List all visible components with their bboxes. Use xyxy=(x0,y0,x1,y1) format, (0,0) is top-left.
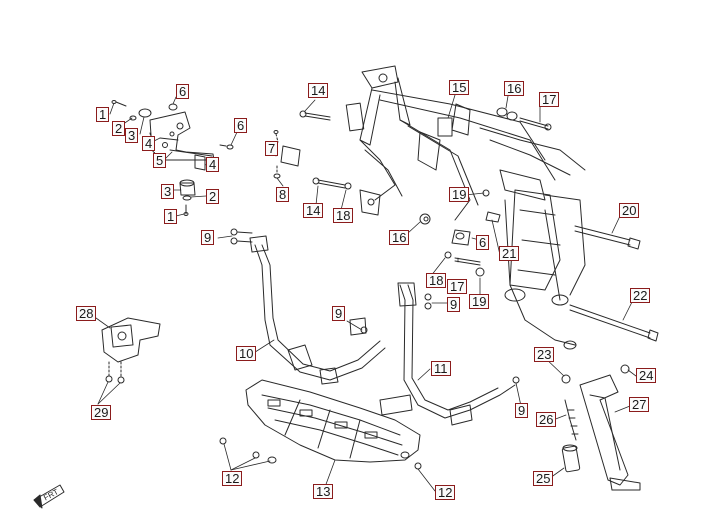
callout-part-25: 25 xyxy=(533,471,554,486)
callout-part-16: 16 xyxy=(389,230,410,245)
front-lower-tube xyxy=(230,228,386,385)
callout-part-11: 11 xyxy=(431,361,451,376)
callout-part-8: 8 xyxy=(276,187,290,202)
callout-part-19: 19 xyxy=(469,294,490,309)
callout-part-9: 9 xyxy=(332,306,346,321)
callout-part-18: 18 xyxy=(426,273,447,288)
rear-subframe xyxy=(504,189,586,350)
callout-part-21: 21 xyxy=(499,246,520,261)
callout-part-29: 29 xyxy=(91,405,112,420)
callout-part-3: 3 xyxy=(161,184,175,199)
side-stand xyxy=(561,364,641,491)
callout-part-17: 17 xyxy=(539,92,560,107)
callout-part-9: 9 xyxy=(201,230,215,245)
callout-part-16: 16 xyxy=(504,81,525,96)
frame-bolts xyxy=(299,107,552,277)
callout-part-4: 4 xyxy=(142,136,156,151)
callout-part-20: 20 xyxy=(619,203,640,218)
callout-part-2: 2 xyxy=(206,189,220,204)
main-frame xyxy=(345,65,586,221)
callout-part-6: 6 xyxy=(476,235,490,250)
callout-part-4: 4 xyxy=(206,157,220,172)
callout-part-2: 2 xyxy=(112,121,126,136)
callout-part-10: 10 xyxy=(236,346,257,361)
callout-part-24: 24 xyxy=(636,368,657,383)
callout-part-9: 9 xyxy=(447,297,461,312)
callout-part-15: 15 xyxy=(449,80,470,95)
callout-part-1: 1 xyxy=(96,107,110,122)
callout-part-28: 28 xyxy=(76,306,97,321)
callout-part-1: 1 xyxy=(164,209,178,224)
callout-part-7: 7 xyxy=(265,141,279,156)
callout-part-14: 14 xyxy=(303,203,324,218)
callout-part-13: 13 xyxy=(313,484,334,499)
long-bolts xyxy=(569,225,659,342)
callout-part-27: 27 xyxy=(629,397,650,412)
callout-part-5: 5 xyxy=(153,153,167,168)
bracket-28 xyxy=(101,317,161,384)
callout-part-22: 22 xyxy=(630,288,651,303)
callout-part-12: 12 xyxy=(222,471,243,486)
skid-plate xyxy=(219,379,422,470)
callout-part-14: 14 xyxy=(308,83,329,98)
callout-part-18: 18 xyxy=(333,208,354,223)
callout-part-17: 17 xyxy=(447,279,468,294)
front-direction-marker: FRT xyxy=(33,484,65,509)
callout-part-6: 6 xyxy=(176,84,190,99)
callout-part-23: 23 xyxy=(534,347,555,362)
callout-part-26: 26 xyxy=(536,412,557,427)
callout-part-3: 3 xyxy=(125,128,139,143)
callout-part-9: 9 xyxy=(515,403,529,418)
rear-lower-tube xyxy=(379,282,520,426)
callout-part-6: 6 xyxy=(234,118,248,133)
callout-part-12: 12 xyxy=(435,485,456,500)
callout-part-19: 19 xyxy=(449,187,470,202)
